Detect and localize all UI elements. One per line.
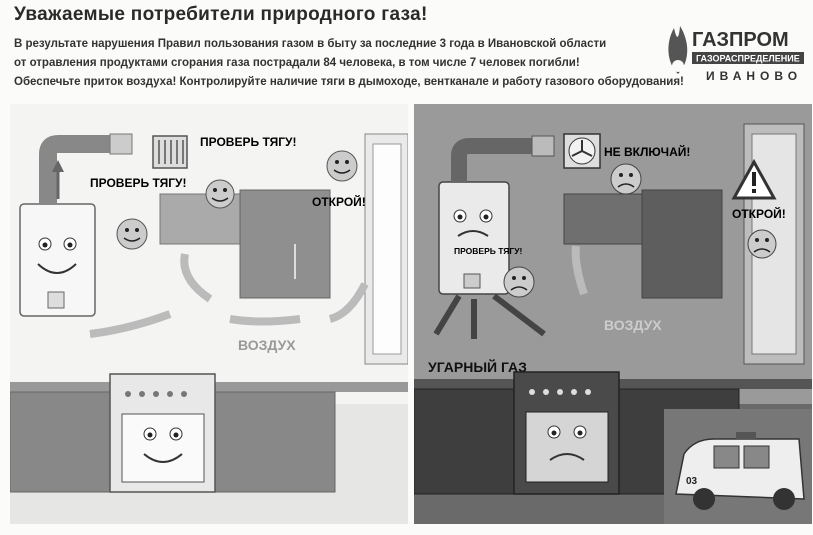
label-check-draft: ПРОВЕРЬ ТЯГУ! <box>90 176 187 190</box>
sad-face <box>747 229 777 259</box>
label-check-draft: ПРОВЕРЬ ТЯГУ! <box>454 246 523 256</box>
gas-boiler-sad <box>438 181 510 295</box>
air-arrow <box>89 310 172 338</box>
carbon-monoxide-arrows <box>433 293 546 339</box>
warning-line-1: В результате нарушения Правил пользовани… <box>14 38 607 50</box>
gas-boiler <box>19 203 96 317</box>
smiley-thumbs-up <box>116 218 148 250</box>
correct-kitchen-scene: ПРОВЕРЬ ТЯГУ! ПРОВЕРЬ ТЯГУ! ОТКРОЙ! ВОЗД… <box>10 104 408 524</box>
label-open: ОТКРОЙ! <box>732 206 786 221</box>
lower-cabinet <box>414 388 515 495</box>
label-dont-turn-on: НЕ ВКЛЮЧАЙ! <box>604 144 690 159</box>
gas-stove <box>109 373 216 493</box>
sad-face <box>503 266 535 298</box>
label-air: ВОЗДУХ <box>604 317 662 333</box>
warning-line-3: Обеспечьте приток воздуха! Контролируйте… <box>14 76 684 88</box>
air-arrow <box>328 282 369 323</box>
lower-cabinet <box>214 391 336 493</box>
gas-stove-sad <box>513 371 620 495</box>
lower-cabinet <box>10 391 111 493</box>
logo-name: ГАЗПРОМ <box>692 29 789 51</box>
ambulance: 03 <box>664 409 812 524</box>
air-arrow <box>229 315 301 326</box>
page-title: Уважаемые потребители природного газа! <box>14 4 428 25</box>
sad-face <box>610 163 642 195</box>
logo-subtitle: ГАЗОРАСПРЕДЕЛЕНИЕ <box>696 54 800 64</box>
warning-icon <box>731 158 777 200</box>
extractor-fan <box>563 133 601 169</box>
air-arrow <box>180 253 213 303</box>
gazprom-logo: ГАЗПРОМ ГАЗОРАСПРЕДЕЛЕНИЕ ИВАНОВО <box>668 26 804 83</box>
label-open: ОТКРОЙ! <box>312 194 366 209</box>
logo-city: ИВАНОВО <box>706 69 802 83</box>
air-arrow <box>571 245 588 296</box>
wall-cabinet <box>641 189 723 299</box>
smiley-thumbs-up <box>205 179 235 209</box>
label-check-draft: ПРОВЕРЬ ТЯГУ! <box>200 135 297 149</box>
ambulance-number: 03 <box>686 476 698 487</box>
smiley-thumbs-up <box>326 150 358 182</box>
danger-kitchen-scene: ПРОВЕРЬ ТЯГУ! НЕ ВКЛЮЧАЙ! ОТКРОЙ! ВОЗДУХ… <box>414 104 812 524</box>
flame-icon <box>668 26 688 74</box>
wall-cabinet <box>563 193 645 245</box>
label-carbon-monoxide: УГАРНЫЙ ГАЗ <box>428 358 527 375</box>
vent-grill <box>152 135 188 169</box>
label-air: ВОЗДУХ <box>238 337 296 353</box>
warning-line-2: от отравления продуктами сгорания газа п… <box>14 57 580 69</box>
wall-cabinet <box>239 189 331 299</box>
